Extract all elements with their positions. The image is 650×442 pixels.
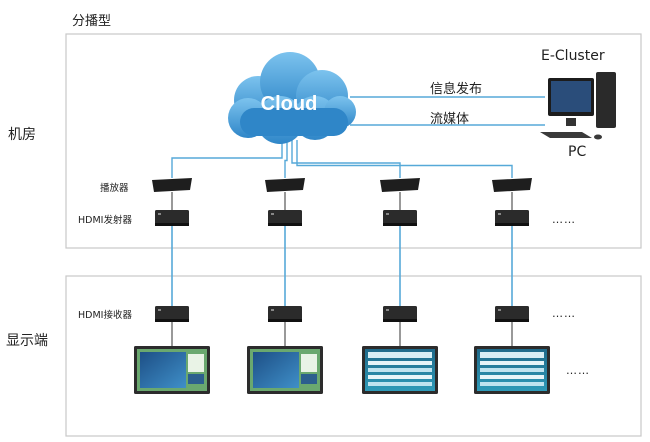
cloud-to-player-link	[296, 140, 513, 178]
hdmi-transmitter-device	[383, 210, 417, 226]
pc-stand	[566, 118, 576, 126]
hdmi-transmitter-device-base	[155, 223, 189, 226]
display-screen-panel-2	[188, 374, 204, 384]
hdmi-receiver-device-base	[155, 319, 189, 322]
pc-tower	[596, 72, 616, 128]
display-screen-row	[368, 361, 432, 365]
hdmi-transmitter-device-base	[383, 223, 417, 226]
cloud-to-player-link	[284, 140, 288, 178]
hdmi-receiver-device	[155, 306, 189, 322]
hdmi-receiver-device-base	[268, 319, 302, 322]
display-screen-header	[480, 352, 544, 358]
hdmi-transmitter-device-base	[268, 223, 302, 226]
cloud-label: Cloud	[261, 93, 318, 115]
ecluster-label: E-Cluster	[541, 48, 605, 64]
display-screen-row	[368, 382, 432, 386]
hdmi-receiver-device	[495, 306, 529, 322]
display-screen-panel	[188, 354, 204, 372]
display-screen-row	[480, 361, 544, 365]
hdmi-transmitter-device-led	[271, 213, 274, 215]
pc-label: PC	[568, 144, 587, 160]
display-screen-row	[368, 375, 432, 379]
hdmi-transmitter-device	[495, 210, 529, 226]
display-screen-photo	[140, 352, 186, 388]
hdmi-receiver-device-led	[386, 309, 389, 311]
hdmi-transmitter-device-base	[495, 223, 529, 226]
screen-ellipsis: ……	[566, 364, 590, 377]
display-screen-row	[480, 382, 544, 386]
display-screen-panel-2	[301, 374, 317, 384]
player-device	[492, 178, 532, 192]
player-device	[380, 178, 420, 192]
pc-mouse	[594, 134, 602, 140]
media-stream-label: 流媒体	[430, 112, 470, 127]
pc-monitor-screen	[551, 81, 591, 112]
receiver-ellipsis: ……	[552, 307, 576, 320]
cloud-to-player-link	[171, 140, 283, 178]
cloud-to-player-link	[291, 140, 401, 178]
display-screen-row	[368, 368, 432, 372]
display-screen-panel	[301, 354, 317, 372]
display-screen-row	[480, 375, 544, 379]
hdmi-receiver-device-base	[383, 319, 417, 322]
hdmi-receiver-row-label: HDMI接收器	[78, 310, 132, 321]
hdmi-receiver-device-base	[495, 319, 529, 322]
hdmi-receiver-device	[268, 306, 302, 322]
player-device	[265, 178, 305, 192]
pc-keyboard	[540, 132, 592, 138]
hdmi-transmitter-row-label: HDMI发射器	[78, 215, 132, 226]
hdmi-transmitter-device	[268, 210, 302, 226]
hdmi-transmitter-device-led	[158, 213, 161, 215]
hdmi-receiver-device-led	[498, 309, 501, 311]
machine-room-label: 机房	[8, 127, 36, 143]
display-screen-photo	[253, 352, 299, 388]
info-publish-label: 信息发布	[430, 82, 483, 97]
player-device	[152, 178, 192, 192]
hdmi-transmitter-device-led	[386, 213, 389, 215]
transmitter-ellipsis: ……	[552, 213, 576, 226]
display-end-label: 显示端	[6, 333, 48, 349]
hdmi-receiver-device-led	[158, 309, 161, 311]
hdmi-receiver-device	[383, 306, 417, 322]
hdmi-receiver-device-led	[271, 309, 274, 311]
display-screen-row	[480, 368, 544, 372]
cloud-base	[240, 108, 348, 136]
hdmi-transmitter-device	[155, 210, 189, 226]
player-row-label: 播放器	[100, 183, 129, 194]
hdmi-transmitter-device-led	[498, 213, 501, 215]
display-screen-header	[368, 352, 432, 358]
diagram-title: 分播型	[72, 14, 112, 29]
